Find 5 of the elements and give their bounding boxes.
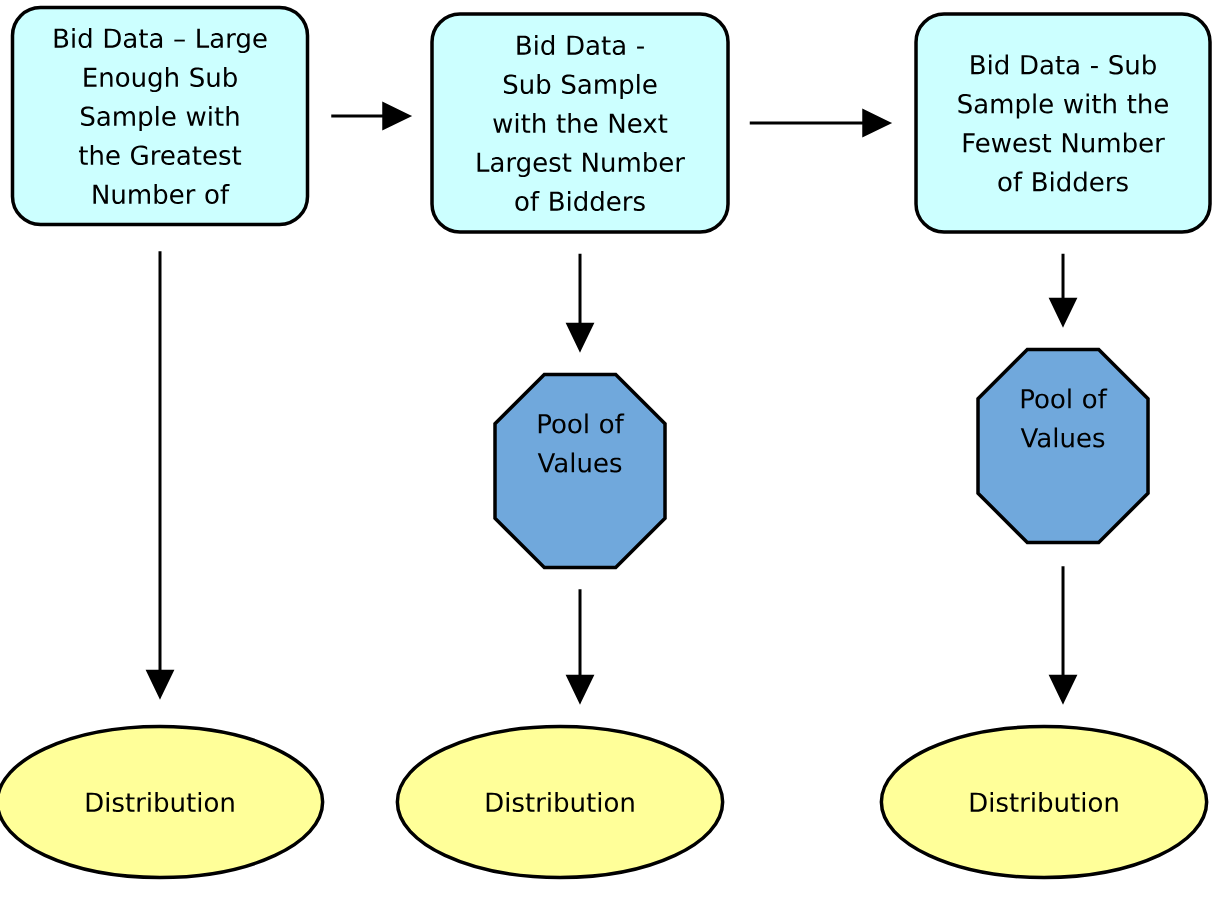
octagon-node: Pool of Values xyxy=(493,372,667,570)
process-box: Bid Data - Sub Sample with the Fewest Number of Bidders xyxy=(914,12,1212,234)
process-box: Bid Data - Sub Sample with the Next Largest Number of Bidders xyxy=(430,12,730,234)
octagon-node: Pool of Values xyxy=(976,347,1150,545)
process-box: Bid Data – Large Enough Sub Sample with the Greatest Number of xyxy=(10,5,310,227)
